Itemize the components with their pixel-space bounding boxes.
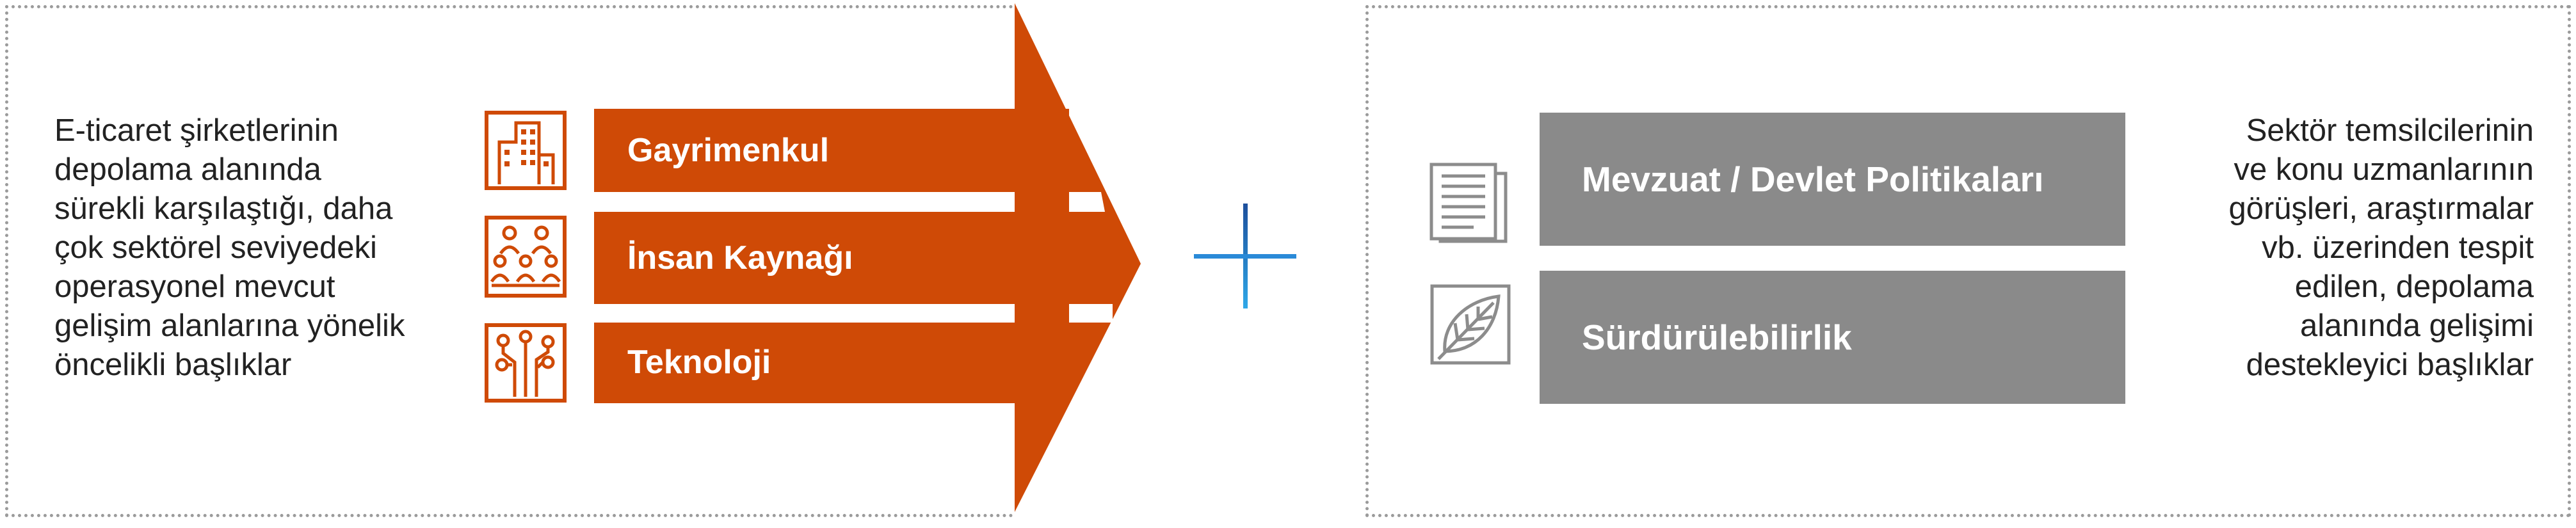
document-icon (1429, 163, 1508, 243)
right-description: Sektör temsilcilerinin ve konu uzmanları… (2228, 113, 2534, 382)
box-regulation-policy: Mevzuat / Devlet Politikaları (1540, 113, 2125, 246)
priority-arrow (594, 3, 1141, 512)
building-icon (485, 111, 567, 190)
circuit-icon (485, 323, 567, 403)
left-panel-frame (5, 5, 1013, 517)
bar-technology (594, 323, 1069, 403)
label-technology: Teknoloji (627, 344, 771, 381)
right-panel-frame (1365, 5, 2571, 517)
bar-real-estate (594, 109, 1069, 192)
box-sustainability: Sürdürülebilirlik (1540, 271, 2125, 404)
leaf-icon (1430, 284, 1511, 365)
label-real-estate: Gayrimenkul (627, 132, 830, 169)
people-group-icon (485, 216, 567, 298)
bar-human-resources (594, 212, 1069, 304)
left-description: E-ticaret şirketlerinin depolama alanınd… (54, 113, 405, 382)
plus-icon (1194, 204, 1296, 308)
label-human-resources: İnsan Kaynağı (627, 239, 853, 276)
